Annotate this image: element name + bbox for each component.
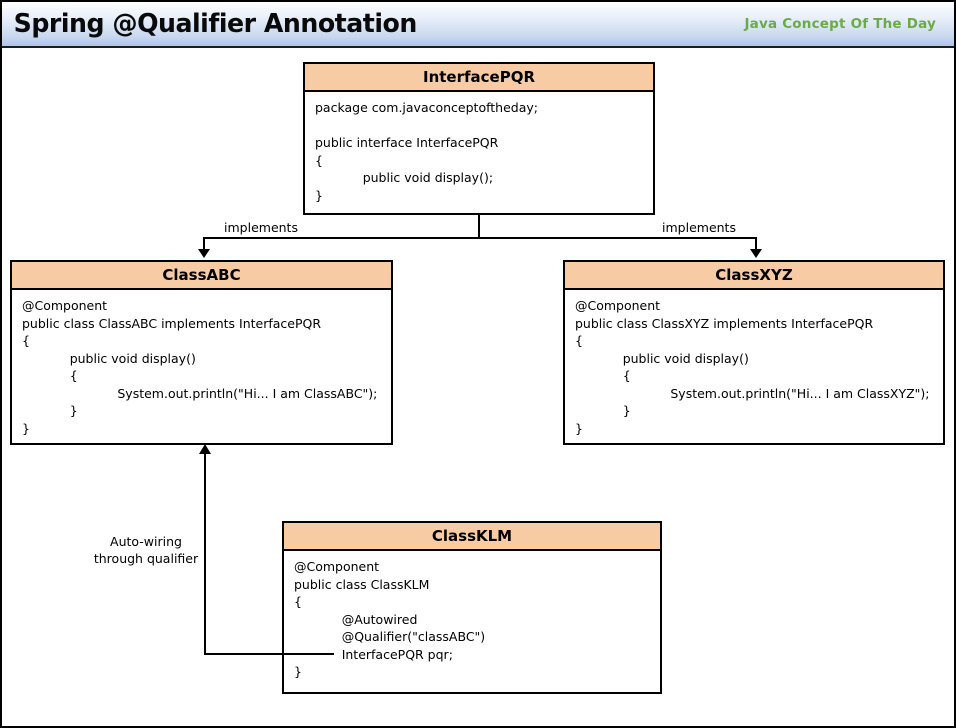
uml-node-classxyz: ClassXYZ @Component public class ClassXY… xyxy=(563,260,945,445)
connector-implements-rail xyxy=(203,237,757,239)
node-code-classxyz: @Component public class ClassXYZ impleme… xyxy=(575,298,930,436)
uml-node-classabc: ClassABC @Component public class ClassAB… xyxy=(10,260,393,445)
node-code-classabc: @Component public class ClassABC impleme… xyxy=(22,298,378,436)
implements-label-right: implements xyxy=(662,220,736,235)
connector-interface-stub xyxy=(478,215,480,239)
autowiring-label: Auto-wiring through qualifier xyxy=(93,534,199,566)
uml-node-interfacepqr: InterfacePQR package com.javaconceptofth… xyxy=(303,62,655,215)
connector-autowire-horizontal xyxy=(204,653,334,655)
node-title-interfacepqr: InterfacePQR xyxy=(305,64,653,92)
implements-label-left: implements xyxy=(224,220,298,235)
node-title-classxyz: ClassXYZ xyxy=(565,262,943,290)
arrowhead-to-classabc-icon xyxy=(198,249,210,258)
title-bar: Spring @Qualifier Annotation Java Concep… xyxy=(2,2,954,48)
page-title: Spring @Qualifier Annotation xyxy=(13,9,418,39)
connector-drop-classxyz xyxy=(755,237,757,250)
node-title-classabc: ClassABC xyxy=(12,262,391,290)
connector-autowire-vertical xyxy=(204,454,206,655)
arrowhead-autowire-icon xyxy=(199,444,211,454)
node-code-classklm: @Component public class ClassKLM { @Auto… xyxy=(294,559,486,679)
uml-node-classklm: ClassKLM @Component public class ClassKL… xyxy=(282,521,662,694)
arrowhead-to-classxyz-icon xyxy=(750,249,762,258)
node-title-classklm: ClassKLM xyxy=(284,523,660,551)
brand-text: Java Concept Of The Day xyxy=(744,16,936,32)
connector-drop-classabc xyxy=(203,237,205,250)
node-code-interfacepqr: package com.javaconceptoftheday; public … xyxy=(315,100,538,203)
